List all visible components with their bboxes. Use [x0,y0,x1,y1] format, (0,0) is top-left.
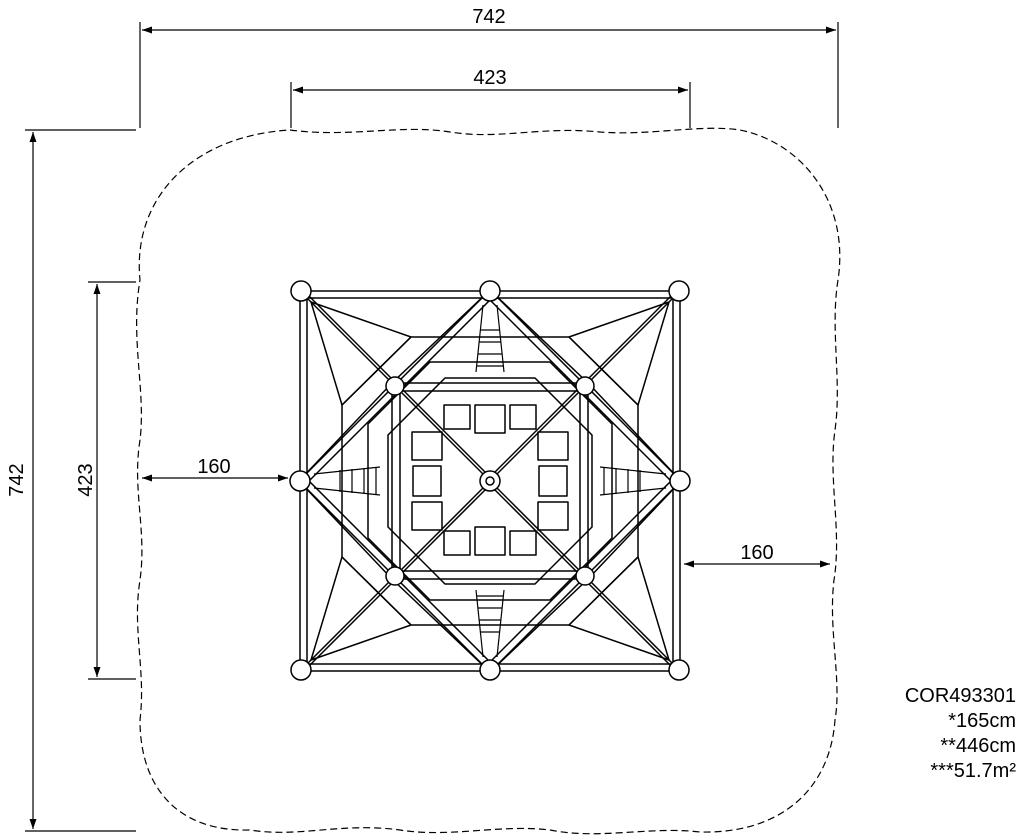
ladder-left [313,466,381,496]
safety-zone-outline [136,127,841,835]
product-code: COR493301 [904,685,1016,707]
ladder-bottom [475,589,505,658]
left-clearance-label: 160 [197,456,230,478]
structure-height-label: 423 [75,463,97,496]
right-clearance-label: 160 [740,542,773,564]
structure-posts [289,280,691,681]
product-free-fall: **446cm [940,735,1016,757]
structure-width-label: 423 [473,67,506,89]
ladder-right [599,466,667,496]
product-height: *165cm [948,710,1016,732]
overall-height-label: 742 [6,463,28,496]
dimension-lines [25,22,839,832]
product-info-block: COR493301 *165cm **446cm ***51.7m² [816,684,1016,784]
product-area: ***51.7m² [930,760,1016,782]
overall-width-label: 742 [472,6,505,28]
ladder-top [475,304,505,373]
